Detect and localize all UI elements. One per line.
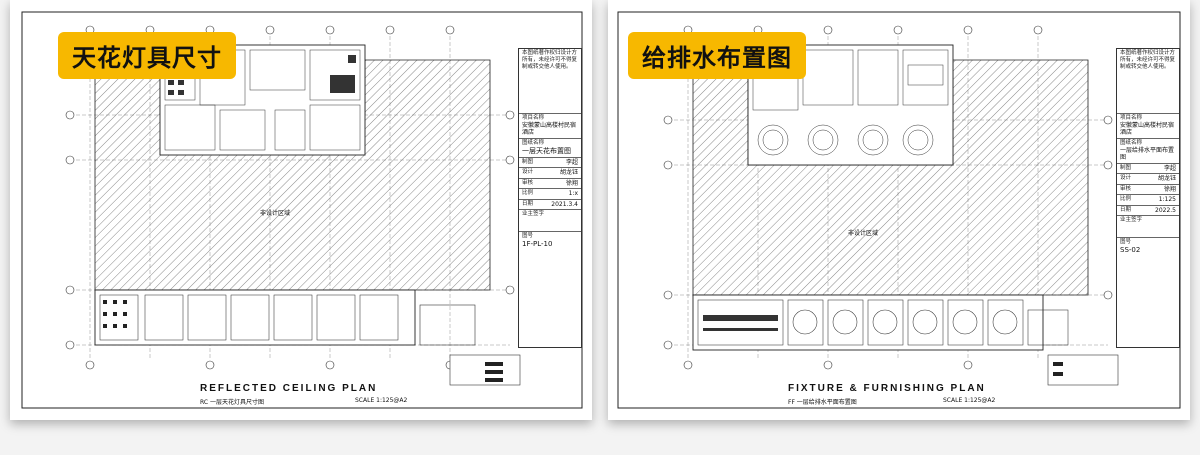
date-cell: 日期 2021.3.4 [519, 200, 581, 210]
hatch-area-label: 非设计区域 [848, 230, 879, 237]
hatch-area-label: 非设计区域 [260, 210, 291, 217]
title-block: 本图纸著作权归设计方所有，未经许可不得复制或转交他人使用。 项目名称 安徽蒙山高… [518, 48, 582, 348]
section-badge: 给排水布置图 [628, 32, 806, 79]
checker-cell: 审核 徐翔 [1117, 185, 1179, 196]
section-badge: 天花灯具尺寸 [58, 32, 236, 79]
plan-subtitle: FF 一层给排水平面布置图 [788, 399, 857, 406]
drawing-sheet-plumbing: 给排水布置图 非设计区域 FIXTURE & FURNISHING PLAN F… [608, 0, 1190, 420]
owner-signature-cell: 业主签字 [519, 210, 581, 232]
drawn-by-cell: 制图 李超 [519, 158, 581, 168]
date-cell: 日期 2022.5 [1117, 206, 1179, 217]
plan-scale: SCALE 1:125@A2 [355, 397, 408, 404]
drawing-sheet-ceiling: 天花灯具尺寸 非设计区域 REFLECTED CEILING PLAN RC 一… [10, 0, 592, 420]
title-block: 本图纸著作权归设计方所有，未经许可不得复制或转交他人使用。 项目名称 安徽蒙山高… [1116, 48, 1180, 348]
drawing-name-cell: 图纸名称 一层天花布置图 [519, 139, 581, 158]
drawing-number-cell: 图号 SS-02 [1120, 239, 1141, 255]
plan-subtitle: RC 一层天花灯具尺寸图 [200, 399, 264, 406]
drawing-number-cell: 图号 1F-PL-10 [522, 233, 553, 248]
plumbing-plan-drawing [617, 11, 1181, 409]
scale-cell: 比例 1:x [519, 189, 581, 200]
project-cell: 项目名称 安徽蒙山高楼村民宿酒店 [1117, 114, 1179, 139]
designer-cell: 设计 胡龙钰 [519, 168, 581, 179]
plan-title: REFLECTED CEILING PLAN [200, 383, 378, 394]
designer-cell: 设计 胡龙钰 [1117, 174, 1179, 185]
drawn-by-cell: 制图 李超 [1117, 164, 1179, 175]
copyright-note: 本图纸著作权归设计方所有，未经许可不得复制或转交他人使用。 [1117, 49, 1179, 114]
checker-cell: 审核 徐翔 [519, 179, 581, 189]
plan-title: FIXTURE & FURNISHING PLAN [788, 383, 986, 394]
owner-signature-cell: 业主签字 [1117, 216, 1179, 239]
plan-scale: SCALE 1:125@A2 [943, 397, 996, 404]
drawing-name-cell: 图纸名称 一层给排水平面布置图 [1117, 139, 1179, 164]
project-cell: 项目名称 安徽蒙山高楼村民宿酒店 [519, 114, 581, 139]
copyright-note: 本图纸著作权归设计方所有，未经许可不得复制或转交他人使用。 [519, 49, 581, 114]
ceiling-plan-drawing [21, 11, 583, 409]
scale-cell: 比例 1:125 [1117, 195, 1179, 206]
